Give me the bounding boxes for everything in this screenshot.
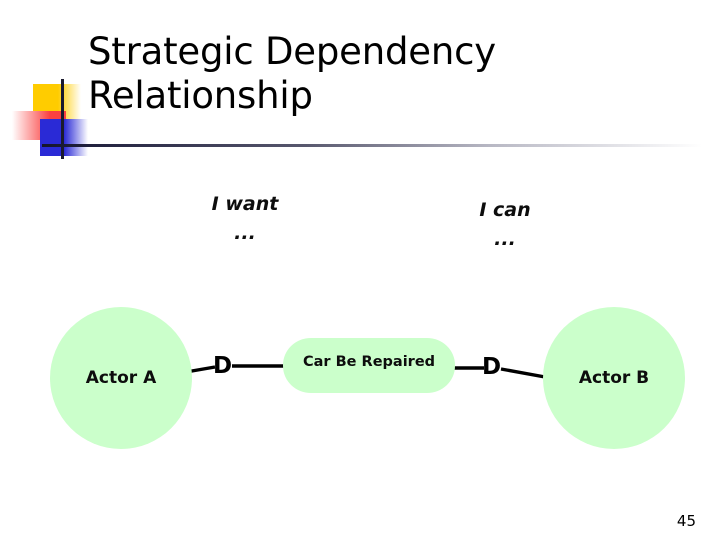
- dependency-symbol-right: D: [482, 354, 502, 380]
- actor-b-label: Actor B: [578, 368, 650, 388]
- slide-page-number: 45: [676, 512, 696, 530]
- actor-node-a[interactable]: Actor A: [50, 307, 192, 449]
- actor-node-b[interactable]: Actor B: [543, 307, 685, 449]
- annotation-i-can: I can ...: [479, 199, 531, 251]
- resource-node-car-be-repaired[interactable]: Car Be Repaired: [283, 338, 455, 393]
- annotation-i-want: I want ...: [211, 193, 279, 245]
- resource-node-label: Car Be Repaired: [302, 353, 436, 370]
- dependency-symbol-left: D: [213, 353, 233, 379]
- page-title: Strategic Dependency Relationship: [88, 30, 496, 117]
- actor-a-label: Actor A: [85, 368, 157, 388]
